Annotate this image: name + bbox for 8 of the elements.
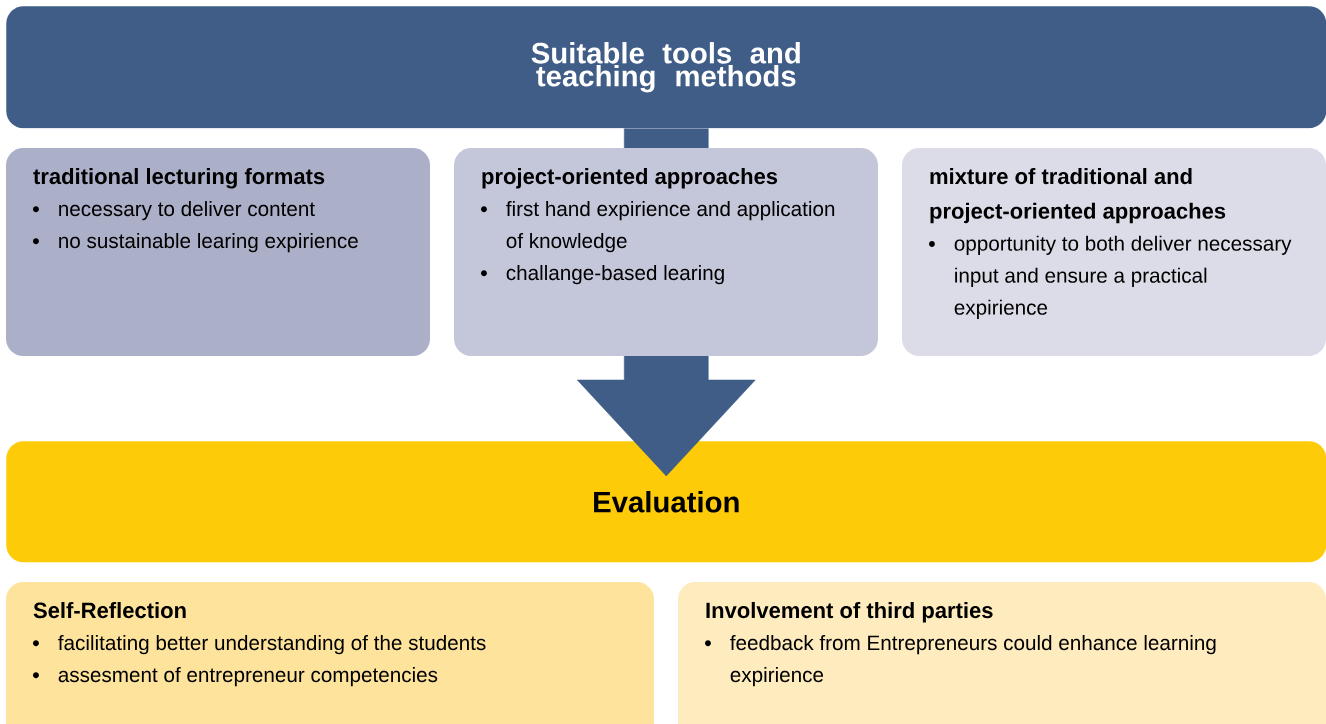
- evaluation-box: Self-Reflection facilitating better understanding of the students assesment of entrepreneur competencies: [6, 582, 654, 724]
- arrow: [577, 128, 756, 477]
- evaluation-bar: Evaluation: [6, 441, 1326, 563]
- method-box: mixture of traditional and project-oriented approaches opportunity to both deliver necessary input and ensure a practical expirience: [902, 148, 1326, 356]
- heading-banner: Suitable tools and teaching methods: [6, 6, 1326, 129]
- evaluation-box: Involvement of third parties feedback from Entrepreneurs could enhance learning expirience: [678, 582, 1326, 724]
- method-box: project-oriented approaches first hand expirience and application of knowledge challange-based learing: [454, 148, 878, 356]
- method-box: traditional lecturing formats necessary to deliver content no sustainable learing expirience: [6, 148, 430, 356]
